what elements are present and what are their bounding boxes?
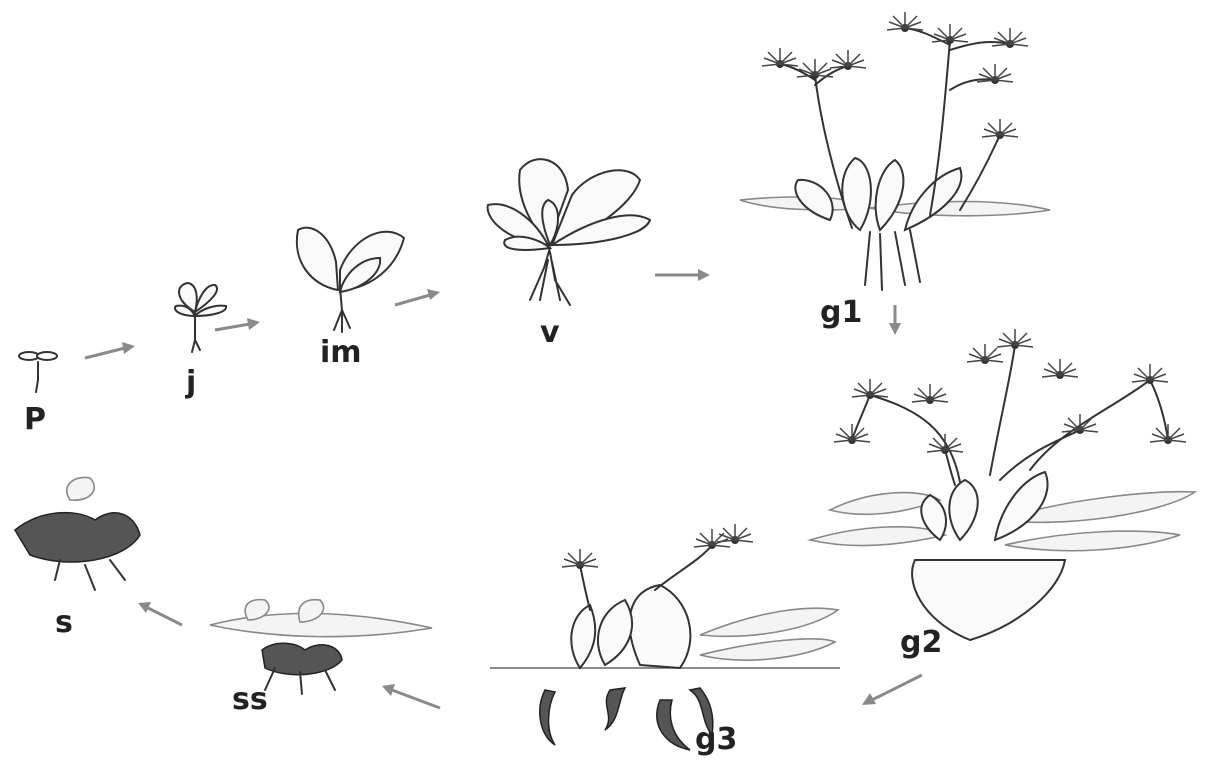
label-g3: g3 — [695, 725, 737, 755]
arrow-j-to-im — [215, 318, 260, 330]
arrow-g3-to-ss — [382, 684, 440, 708]
arrow-p-to-j — [85, 342, 135, 358]
label-j: j — [186, 368, 196, 398]
plant-v — [488, 159, 650, 305]
arrow-g1-to-g2 — [889, 305, 901, 335]
plant-s — [15, 477, 140, 590]
label-g2: g2 — [900, 628, 942, 658]
plant-g3 — [490, 524, 840, 750]
plant-ss — [210, 600, 432, 694]
label-im: im — [320, 338, 362, 368]
arrow-im-to-v — [395, 289, 440, 305]
plant-g2 — [810, 329, 1195, 640]
label-ss: ss — [232, 685, 268, 715]
label-g1: g1 — [820, 298, 862, 328]
plant-g1 — [740, 12, 1050, 290]
arrow-v-to-g1 — [655, 269, 710, 281]
label-p: P — [24, 405, 46, 435]
plant-p — [19, 352, 57, 392]
label-v: v — [540, 318, 560, 348]
plant-j — [175, 283, 226, 352]
label-s: s — [55, 608, 73, 638]
plant-im — [297, 228, 404, 332]
arrow-g2-to-g3 — [862, 675, 922, 705]
arrow-ss-to-s — [138, 602, 182, 625]
